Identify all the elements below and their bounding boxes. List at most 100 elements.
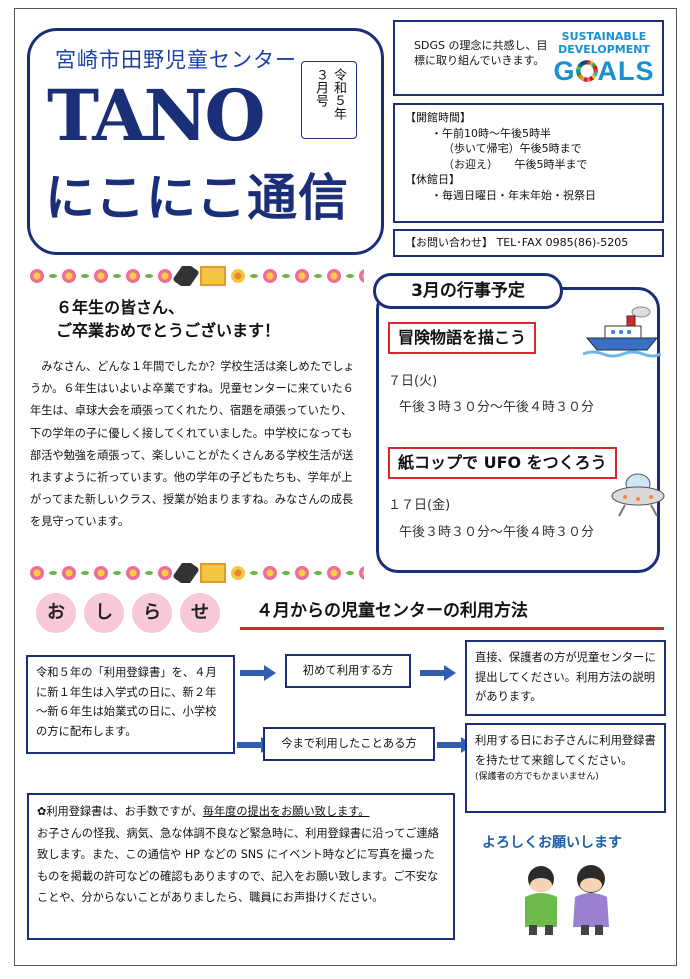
registration-note-box: ✿利用登録書は、お手数ですが、毎年度の提出をお願い致します。 お子さんの怪我、病… — [27, 793, 455, 940]
open-hours-2: （歩いて帰宅）午後5時まで — [443, 142, 582, 155]
issue-month: ３月号 — [313, 68, 328, 107]
arrow-right-icon — [420, 665, 456, 681]
event-date-1: ７日(火) — [388, 374, 438, 389]
leaf-icon — [314, 571, 322, 575]
registration-info-box: 令和５年の「利用登録書」を、４月に新１年生は入学式の日に、新２年～新６年生は始業… — [26, 655, 235, 754]
flower-icon — [62, 566, 76, 580]
flower-garland-top — [30, 266, 364, 286]
note-body: お子さんの怪我、病気、急な体調不良など緊急時に、利用登録書に沿ってご連絡致します… — [37, 826, 439, 905]
leaf-icon — [314, 274, 322, 278]
closed-days: ・毎週日曜日・年末年始・祝祭日 — [431, 188, 596, 202]
page-border — [14, 8, 677, 966]
issue-era: 令和５年 — [331, 68, 346, 120]
newsletter-title: にこにこ通信 — [45, 169, 349, 227]
flower-icon — [263, 269, 277, 283]
sdgs-goals-word: G ALS — [549, 56, 659, 86]
sdgs-logo: SUSTAINABLE DEVELOPMENT G ALS — [549, 30, 659, 86]
flower-icon — [158, 269, 172, 283]
leaf-icon — [81, 274, 89, 278]
note-lead: ✿利用登録書は、お手数ですが、 — [37, 805, 203, 818]
school-icon — [200, 266, 226, 286]
greeting-body: みなさん、どんな１年間でしたか？学校生活は楽しめたでしょうか。６年生はいよいよ卒… — [30, 360, 355, 529]
open-hours-3: （お迎え） 午後5時半まで — [443, 157, 588, 171]
open-hours-label: 【開館時間】 — [405, 111, 471, 124]
used-before-result-note: (保護者の方でもかまいません) — [475, 772, 599, 782]
leaf-icon — [282, 274, 290, 278]
arrow-right-icon — [240, 665, 276, 681]
flower-icon — [30, 269, 44, 283]
flower-icon — [359, 566, 364, 580]
flower-icon — [94, 566, 108, 580]
contact-box: 【お問い合わせ】 TEL･FAX 0985(86)-5205 — [393, 229, 664, 257]
leaf-icon — [113, 274, 121, 278]
arrow-right-icon — [437, 737, 473, 753]
ship-icon — [583, 306, 661, 358]
leaf-icon — [113, 571, 121, 575]
flower-icon — [295, 566, 309, 580]
pencil-icon — [172, 266, 200, 286]
leaf-icon — [346, 571, 354, 575]
event-time-2: 午後３時３０分～午後４時３０分 — [399, 525, 595, 540]
note-first-line: ✿利用登録書は、お手数ですが、毎年度の提出をお願い致します。 — [37, 801, 445, 823]
usage-heading: ４月からの児童センターの利用方法 — [256, 601, 528, 621]
leaf-icon — [81, 571, 89, 575]
greeting-title: ６年生の皆さん、 ご卒業おめでとうございます！ — [56, 296, 280, 342]
flower-icon — [30, 566, 44, 580]
issue-date-box: 令和５年 ３月号 — [301, 61, 357, 139]
first-time-result-box: 直接、保護者の方が児童センターに提出してください。利用方法の説明があります。 — [465, 640, 666, 716]
flower-icon — [231, 269, 245, 283]
used-before-result-text: 利用する日にお子さんに利用登録書を持たせて来館してください。 — [475, 734, 656, 767]
sdgs-logo-line1: SUSTAINABLE — [561, 30, 647, 43]
flower-garland-bottom — [30, 563, 364, 583]
center-name: 宮崎市田野児童センター — [55, 48, 297, 72]
goals-g: G — [553, 56, 576, 86]
flower-icon — [231, 566, 245, 580]
goals-als: ALS — [597, 56, 655, 86]
leaf-icon — [250, 274, 258, 278]
flower-icon — [126, 566, 140, 580]
event-title-1: 冒険物語を描こう — [388, 322, 537, 354]
closed-days-label: 【休館日】 — [405, 173, 460, 186]
sdgs-text: SDGS の理念に共感し、目標に取り組んでいきます。 — [414, 39, 548, 67]
sdgs-box: SDGS の理念に共感し、目標に取り組んでいきます。 SUSTAINABLE D… — [393, 20, 664, 96]
leaf-icon — [145, 274, 153, 278]
regards-text: よろしくお願いします — [482, 835, 622, 851]
first-time-box: 初めて利用する方 — [285, 654, 411, 688]
leaf-icon — [250, 571, 258, 575]
leaf-icon — [145, 571, 153, 575]
leaf-icon — [282, 571, 290, 575]
flower-icon — [62, 269, 76, 283]
bowing-people-icon — [525, 865, 609, 935]
flower-icon — [327, 269, 341, 283]
leaf-icon — [49, 571, 57, 575]
flower-icon — [94, 269, 108, 283]
sdgs-logo-line2: DEVELOPMENT — [558, 43, 650, 56]
hours-box: 【開館時間】 ・午前10時～午後5時半 （歩いて帰宅）午後5時まで （お迎え） … — [393, 103, 664, 223]
flower-icon — [126, 269, 140, 283]
sdgs-wheel-icon — [575, 60, 598, 82]
notice-char-2: し — [84, 593, 124, 633]
greeting-title-line1: ６年生の皆さん、 — [56, 298, 185, 317]
notice-char-3: ら — [132, 593, 172, 633]
leaf-icon — [346, 274, 354, 278]
notice-char-4: せ — [180, 593, 220, 633]
flower-icon — [263, 566, 277, 580]
flower-icon — [327, 566, 341, 580]
leaf-icon — [49, 274, 57, 278]
event-time-1: 午後３時３０分～午後４時３０分 — [399, 400, 595, 415]
pencil-icon — [172, 563, 200, 583]
greeting-title-line2: ご卒業おめでとうございます！ — [56, 321, 281, 340]
event-date-2: １７日(金) — [388, 498, 451, 513]
note-underlined: 毎年度の提出をお願い致します。 — [202, 805, 370, 818]
notice-char-1: お — [36, 593, 76, 633]
used-before-result-box: 利用する日にお子さんに利用登録書を持たせて来館してください。 (保護者の方でもか… — [465, 723, 666, 813]
open-hours-1: ・午前10時～午後5時半 — [431, 126, 551, 140]
ufo-icon — [611, 473, 665, 517]
usage-heading-underline — [240, 627, 664, 630]
flower-icon — [359, 269, 364, 283]
school-icon — [200, 563, 226, 583]
logo-text: TANO — [47, 74, 266, 157]
flower-icon — [295, 269, 309, 283]
used-before-box: 今まで利用したことある方 — [263, 727, 435, 761]
events-heading: 3月の行事予定 — [373, 273, 563, 309]
